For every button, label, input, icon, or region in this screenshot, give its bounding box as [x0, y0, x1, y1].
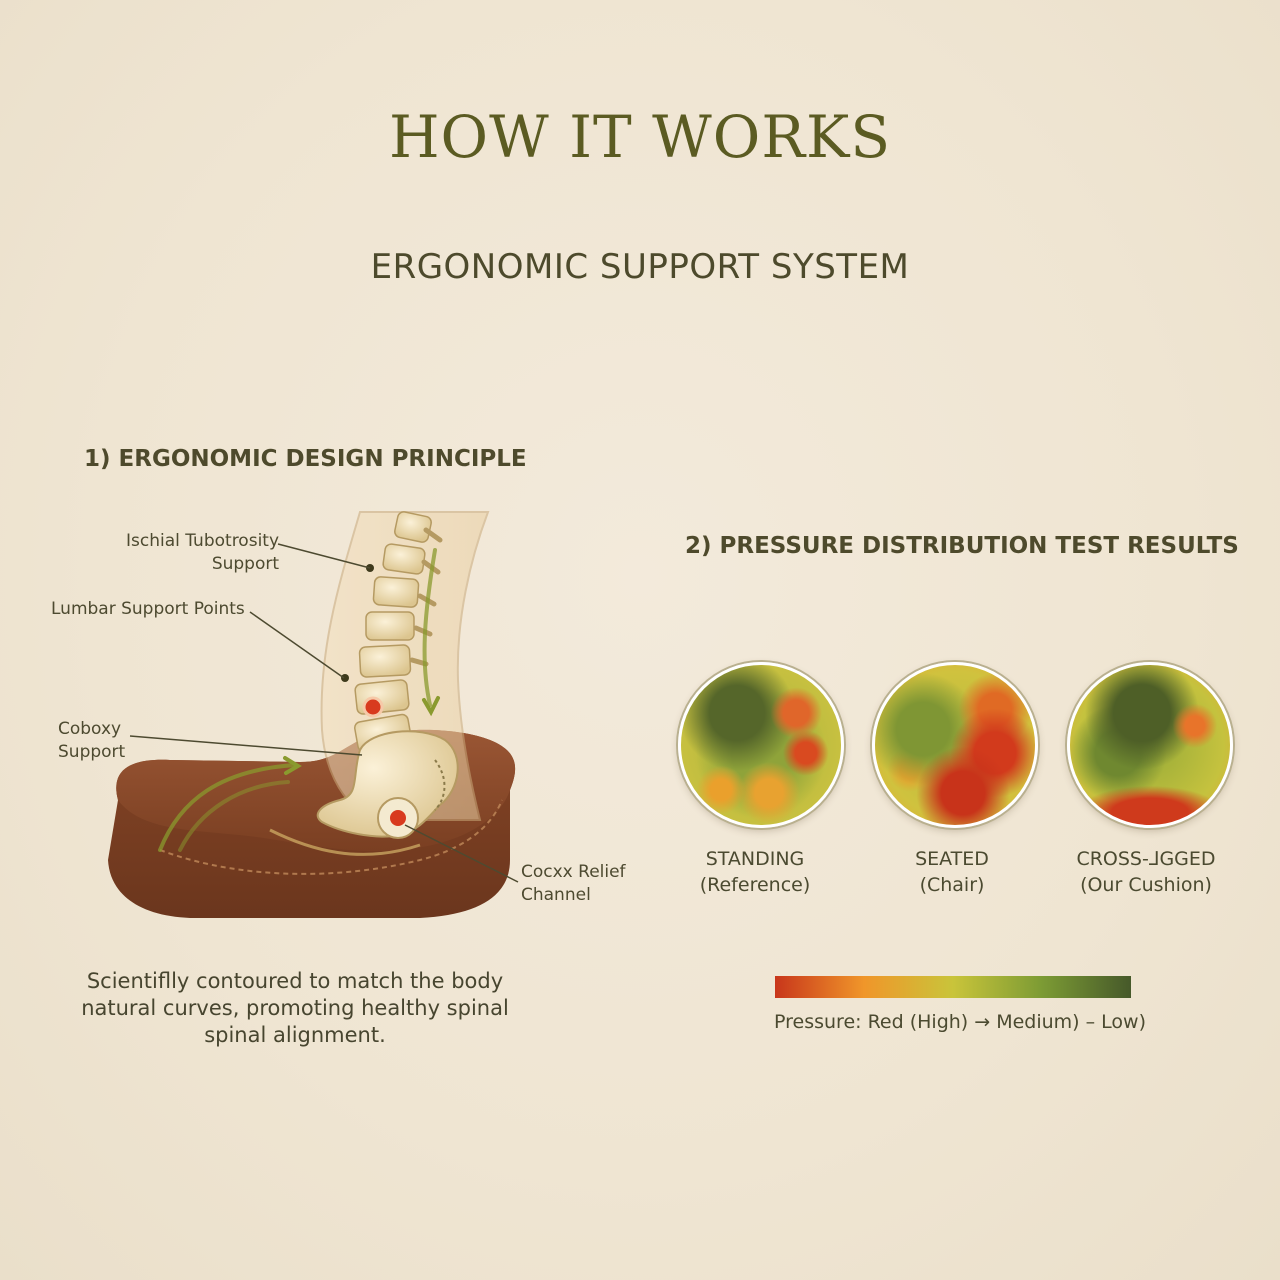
- spine-cushion-illustration: [108, 511, 519, 918]
- design-caption: Scientiflly contoured to match the body …: [81, 969, 509, 1047]
- support-arrows: [158, 548, 440, 852]
- pressure-point-lumbar: [362, 696, 384, 718]
- heatmap-label-seated: SEATED (Chair): [915, 848, 989, 896]
- pelvis: [316, 730, 459, 839]
- callout-cocxx: Cocxx Relief Channel: [521, 862, 626, 905]
- pressure-legend-bar: [775, 976, 1131, 998]
- section-heading-pressure: 2) PRESSURE DISTRIBUTION TEST RESULTS: [685, 533, 1239, 559]
- callout-ischial: Ischial Tubotrosity Support: [126, 531, 280, 574]
- pressure-point-coccyx: [390, 810, 406, 826]
- page-subtitle: ERGONOMIC SUPPORT SYSTEM: [370, 247, 910, 287]
- heatmap-label-cross-legged: CROSS-⅃GGED (Our Cushion): [1076, 848, 1216, 896]
- section-heading-design: 1) ERGONOMIC DESIGN PRINCIPLE: [84, 446, 527, 472]
- pressure-heatmaps: STANDING (Reference) SEATED (Chair) CROS…: [675, 660, 1235, 910]
- page-title: HOW IT WORKS: [388, 103, 892, 171]
- callout-lumbar: Lumbar Support Points: [51, 599, 245, 619]
- heatmap-cross-legged: [1067, 662, 1233, 828]
- pressure-legend-text: Pressure: Red (High) → Medium) – Low): [774, 1011, 1146, 1033]
- heatmap-seated: [872, 662, 1038, 828]
- callout-coboxy: Coboxy Support: [58, 719, 126, 762]
- callout-lines: [129, 543, 519, 883]
- ergonomic-diagram: Ischial Tubotrosity Support Lumbar Suppo…: [40, 500, 660, 940]
- heatmap-label-standing: STANDING (Reference): [699, 848, 811, 896]
- heatmap-standing: [678, 662, 844, 828]
